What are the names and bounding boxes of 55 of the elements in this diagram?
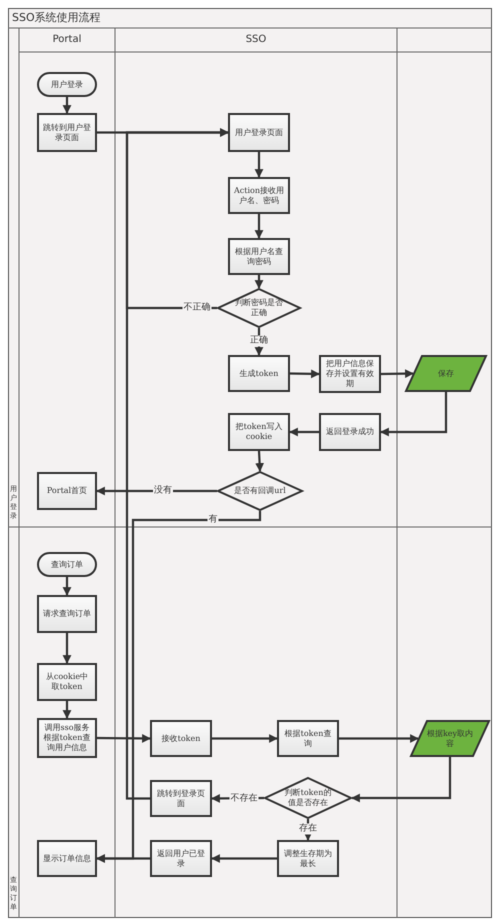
edge-label: 不存在 [230, 793, 258, 804]
start-terminator: 查询订单 [37, 552, 97, 577]
process-box: 返回登录成功 [319, 413, 381, 451]
arrow [339, 734, 419, 743]
arrow [254, 275, 264, 289]
arrow [254, 214, 264, 239]
arrow [380, 392, 448, 436]
process-box: Action接收用户名、密码 [228, 177, 290, 214]
process-box: 根据token查询 [277, 720, 339, 757]
arrow [290, 369, 320, 378]
decision-diamond: 判断token的值是否存在 [264, 777, 352, 819]
arrow [304, 819, 312, 841]
decision-diamond: 是否有回调url [217, 471, 303, 511]
edge-label: 存在 [298, 824, 318, 834]
edge-label: 有 [208, 514, 218, 526]
arrow [62, 97, 72, 114]
process-box: 根据用户名查询密码 [228, 238, 290, 275]
edge-label: 正确 [249, 336, 269, 346]
data-parallelogram: 保存 [405, 355, 487, 392]
process-box: 用户登录页面 [228, 113, 290, 152]
process-box: 显示订单信息 [37, 840, 97, 877]
process-box: 调整生存期为最长 [277, 840, 339, 877]
arrow [62, 633, 72, 664]
process-box: 从cookie中取token [37, 663, 97, 701]
arrow [212, 734, 278, 743]
edge-label: 没有 [153, 486, 173, 496]
arrow [380, 369, 414, 378]
edge-label: 不正确 [182, 302, 212, 314]
process-box: 把token写入cookie [228, 413, 290, 451]
process-box: 生成token [228, 355, 290, 392]
arrow [126, 128, 229, 800]
arrow [96, 486, 217, 496]
process-box: 请求查询订单 [37, 595, 97, 633]
arrow [255, 450, 264, 472]
process-box: 返回用户已登录 [150, 840, 212, 877]
diagram-title: SSO系统使用流程 [12, 10, 101, 26]
process-box: Portal首页 [37, 472, 97, 510]
arrow [62, 577, 72, 596]
process-box: 跳转到登录页面 [150, 780, 212, 817]
arrow [289, 428, 319, 436]
arrow [254, 152, 264, 178]
arrow [254, 328, 264, 356]
process-box: 接收token [150, 720, 212, 757]
arrow [351, 757, 452, 802]
arrow [211, 854, 277, 863]
process-box: 调用sso服务根据token查询用户信息 [37, 718, 97, 758]
process-box: 跳转到用户登录页面 [37, 113, 97, 152]
column-header: SSO [244, 33, 268, 47]
arrow [96, 854, 150, 863]
arrow [62, 701, 72, 719]
arrow [96, 734, 151, 743]
start-terminator: 用户登录 [37, 72, 97, 97]
data-parallelogram: 根据key取内容 [410, 720, 490, 757]
column-header: Portal [52, 33, 82, 47]
process-box: 把用户信息保存并设置有效期 [319, 355, 381, 393]
